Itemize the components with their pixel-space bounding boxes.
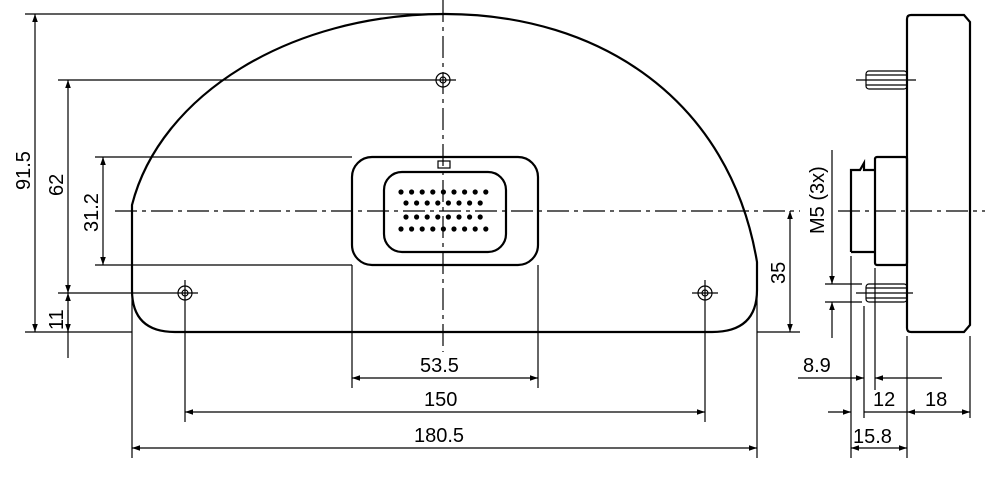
label-stud-length: 15.8 [853,426,892,448]
connector-pin [414,200,420,206]
label-hole-bottom-offset: 11 [46,309,68,330]
side-extension-lines [850,256,971,458]
label-plate-thickness: 18 [925,389,947,411]
connector-pin [424,200,430,206]
connector-pin [409,226,415,232]
connector-pin [419,189,425,195]
connector-pin [477,200,483,206]
mounting-plate [905,13,972,334]
connector-pin [440,226,446,232]
threaded-stud-top [856,70,916,90]
connector-pin [403,200,409,206]
label-body-depth: 12 [873,389,895,411]
connector-pin [445,214,451,220]
connector-pin [435,214,441,220]
label-overall-height: 91.5 [13,151,35,190]
label-overall-width: 180.5 [414,425,464,447]
label-hole-spacing-vertical: 62 [46,174,68,196]
connector-pin [472,226,478,232]
connector-pin [414,214,420,220]
connector-pin [419,226,425,232]
connector-pin [398,226,404,232]
connector-pin [467,200,473,206]
connector-pin [472,189,478,195]
connector-pin [483,189,489,195]
side-view: M5 (3x) 8.9 12 18 15.8 [798,13,985,458]
mounting-hole-right [692,280,718,306]
connector-pin [456,214,462,220]
connector-pin [445,200,451,206]
mounting-hole-left [172,280,198,306]
threaded-stud-bottom [856,283,913,303]
connector-pin [467,214,473,220]
connector-pin [451,189,457,195]
connector-pins [398,189,489,232]
connector-pin [456,200,462,206]
mounting-hole-top [430,72,456,88]
connector-pin [451,226,457,232]
connector-pin [462,226,468,232]
connector [350,155,540,267]
connector-pin [435,200,441,206]
label-connector-depth: 8.9 [803,355,831,377]
label-center-height: 35 [768,262,790,284]
connector-plug-side [849,158,875,254]
connector-pin [430,226,436,232]
connector-pin [398,189,404,195]
front-view: 91.5 62 31.2 11 35 53.5 150 180.5 [13,0,800,458]
connector-pin [477,214,483,220]
label-connector-height: 31.2 [81,193,103,232]
label-connector-width: 53.5 [420,355,459,377]
connector-pin [424,214,430,220]
connector-pin [403,214,409,220]
connector-pin [483,226,489,232]
extension-lines [25,13,800,458]
connector-pin [440,189,446,195]
connector-pin [409,189,415,195]
label-thread: M5 (3x) [807,166,829,234]
label-hole-spacing-horizontal: 150 [424,389,457,411]
connector-pin [430,189,436,195]
connector-pin [462,189,468,195]
